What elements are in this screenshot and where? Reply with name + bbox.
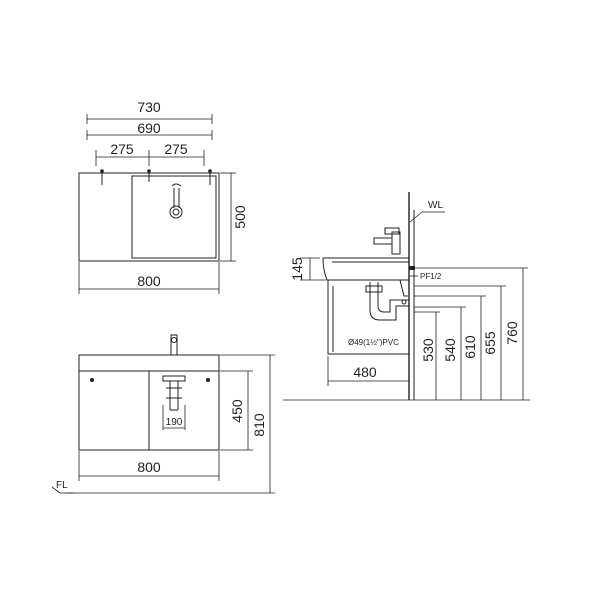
- height-dimensions: [409, 267, 528, 400]
- side-faucet: [373, 227, 401, 255]
- top-depth-label: 500: [232, 205, 248, 229]
- front-drain-offset-label: 190: [166, 417, 183, 428]
- front-width-label: 800: [137, 459, 161, 475]
- top-drain: [169, 205, 183, 219]
- front-cabinet-height-label: 450: [229, 399, 245, 423]
- front-countertop: [78, 354, 220, 372]
- height-760-label: 760: [504, 321, 520, 345]
- side-drain-trap: [365, 279, 409, 321]
- side-counter-thickness-label: 145: [289, 257, 305, 281]
- height-540-label: 540: [442, 338, 458, 362]
- top-width-overall-label: 730: [137, 99, 161, 115]
- front-drain-assembly: [162, 375, 186, 430]
- side-countertop: [322, 257, 410, 281]
- front-view: 190 450 810 800 FL: [51, 334, 275, 494]
- side-cabinet: [327, 279, 410, 355]
- height-530-label: 530: [420, 338, 436, 362]
- side-view: WL PF1/2 Ø49(1½")PVC 145: [283, 192, 530, 401]
- top-width-inner-label: 690: [137, 120, 161, 136]
- floor-level-label: FL: [56, 480, 68, 491]
- height-610-label: 610: [462, 335, 478, 359]
- mounting-pins: [100, 169, 212, 185]
- top-spacing-left-label: 275: [110, 141, 134, 157]
- top-countertop: [78, 172, 220, 262]
- front-total-height-label: 810: [251, 413, 267, 437]
- valve-label: PF1/2: [420, 272, 442, 281]
- height-655-label: 655: [482, 331, 498, 355]
- side-depth-label: 480: [353, 364, 377, 380]
- drain-pipe-label: Ø49(1½")PVC: [348, 338, 399, 347]
- top-width-bottom-label: 800: [137, 273, 161, 289]
- top-spacing-right-label: 275: [164, 141, 188, 157]
- water-level-label: WL: [428, 200, 443, 211]
- top-view: 730 690 275 275: [78, 99, 248, 294]
